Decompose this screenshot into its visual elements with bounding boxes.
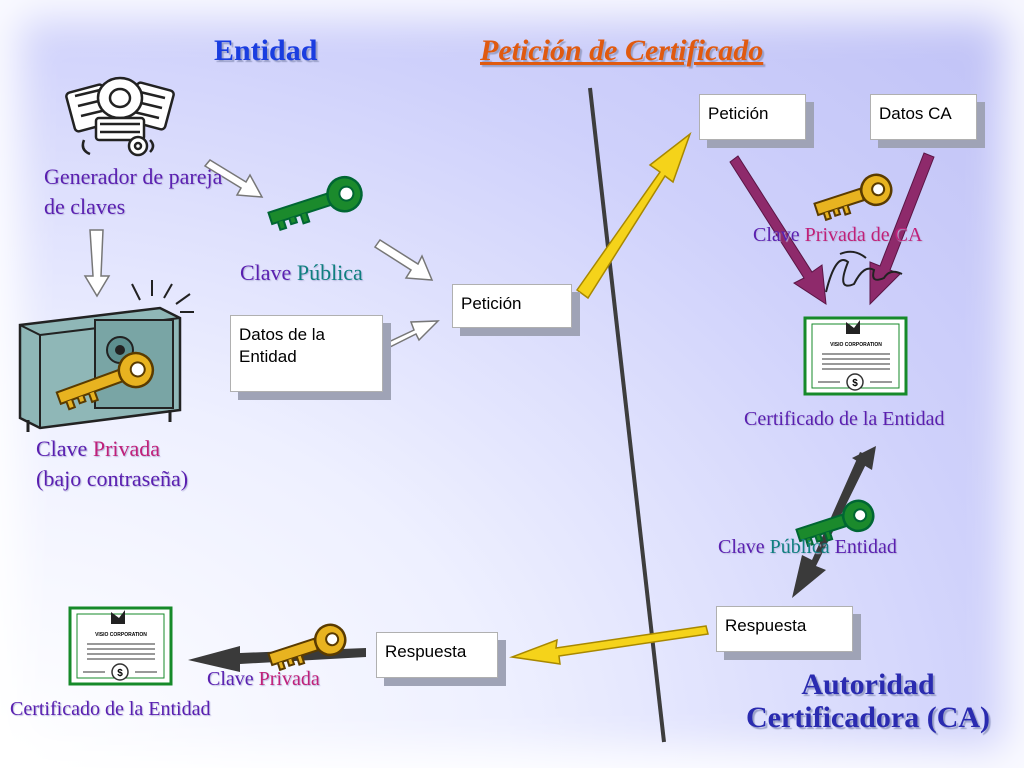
label-clave-privada-bottom: Clave Privada xyxy=(207,668,320,691)
key-icon xyxy=(267,175,363,232)
magenta-arrow-right xyxy=(869,152,935,306)
label-clave-word: Clave xyxy=(36,436,88,461)
key-icon xyxy=(55,351,155,411)
cert-company-top: VISIO CORPORATION xyxy=(830,342,882,348)
label-clave-word: Clave xyxy=(207,668,254,690)
hollow-arrows xyxy=(83,159,440,353)
label-clave-privada: Clave Privada xyxy=(36,436,160,462)
box-respuesta-left: Respuesta xyxy=(376,632,498,678)
box-datos-entidad: Datos de la Entidad xyxy=(230,315,383,392)
label-certificado-entidad-bottom: Certificado de la Entidad xyxy=(10,698,211,720)
key-icon xyxy=(267,623,347,672)
safe-icon xyxy=(18,280,194,432)
label-autoridad-line2: Certificadora (CA) xyxy=(745,701,991,734)
label-clave-privada-ca: Clave Privada de CA xyxy=(753,224,922,247)
label-publica-word: Pública xyxy=(769,536,830,558)
label-autoridad-certificadora: Autoridad Certificadora (CA) xyxy=(718,668,1018,734)
cert-symbol-bottom: $ xyxy=(117,668,123,679)
title-entidad: Entidad xyxy=(214,34,318,67)
label-clave-publica: Clave Pública xyxy=(240,260,363,286)
label-entidad-word: Entidad xyxy=(834,536,897,558)
label-publica-word: Pública xyxy=(296,260,363,285)
key-icon xyxy=(795,499,875,548)
magenta-arrow-left xyxy=(729,155,827,305)
yellow-arrow-up xyxy=(575,131,692,300)
box-respuesta-right: Respuesta xyxy=(716,606,853,652)
label-generador: Generador de pareja de claves xyxy=(44,164,223,219)
box-peticion-mid: Petición xyxy=(452,284,572,328)
dark-arrow-head xyxy=(852,446,876,470)
divider-line xyxy=(588,87,666,743)
label-clave-word: Clave xyxy=(753,224,800,246)
label-clave-publica-entidad: Clave Pública Entidad xyxy=(718,536,897,559)
box-peticion-top: Petición xyxy=(699,94,806,140)
label-privada-word: Privada xyxy=(92,436,161,461)
label-certificado-entidad-top: Certificado de la Entidad xyxy=(744,408,945,430)
box-datos-ca: Datos CA xyxy=(870,94,977,140)
cert-symbol-top: $ xyxy=(852,378,858,389)
label-clave-word: Clave xyxy=(718,536,765,558)
title-peticion-certificado: Petición de Certificado xyxy=(480,34,764,67)
label-clave-word: Clave xyxy=(240,260,292,285)
signature-icon xyxy=(825,250,903,293)
engine-icon xyxy=(65,76,175,157)
key-icon xyxy=(813,173,893,222)
label-autoridad-line1: Autoridad xyxy=(801,668,935,701)
certificate-icon xyxy=(68,606,173,686)
cert-company-bottom: VISIO CORPORATION xyxy=(95,632,147,638)
label-privada-word: Privada xyxy=(258,668,320,690)
label-privada-ca-word: Privada de CA xyxy=(804,224,923,246)
label-bajo-contrasena: (bajo contraseña) xyxy=(36,466,189,491)
certificate-icon xyxy=(803,316,908,396)
yellow-arrow-left xyxy=(509,625,709,665)
